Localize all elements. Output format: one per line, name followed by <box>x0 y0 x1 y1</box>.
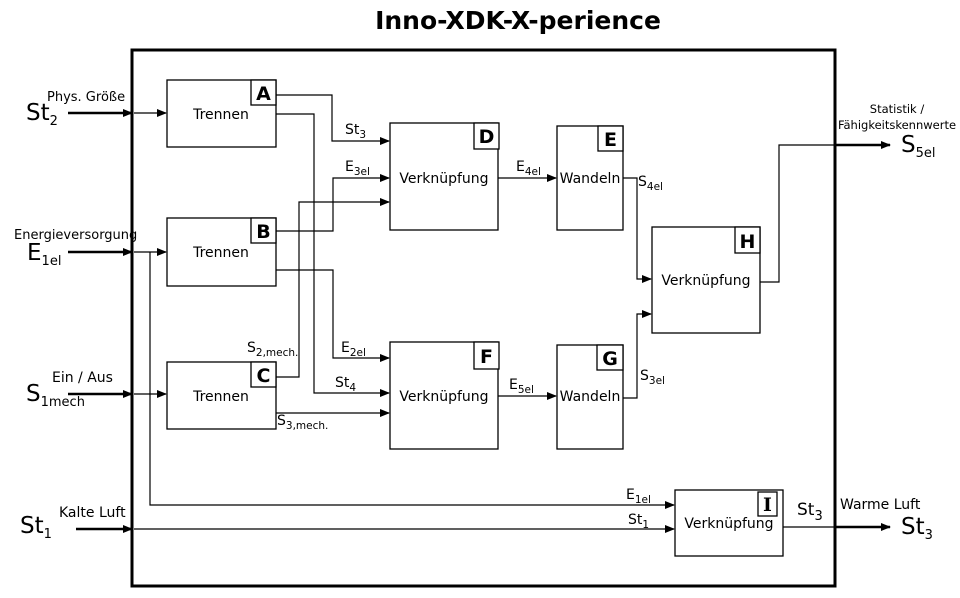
signal-e4el: E4el <box>516 159 541 178</box>
wire-h-s5el-out <box>760 144 835 283</box>
block-e-letter: E <box>604 129 617 151</box>
signal-st3-i: St3 <box>797 500 823 524</box>
input-st1-sub: 1 <box>44 527 52 542</box>
wire-c-s2mech-to-d <box>276 198 390 378</box>
block-c-label: Trennen <box>192 389 249 405</box>
output-s5el: Statistik / Fähigkeitskennwerte S5el <box>838 102 956 161</box>
block-f[interactable]: F Verknüpfung <box>389 341 500 450</box>
output-st3-base: St <box>901 514 925 540</box>
svg-text:St3: St3 <box>901 514 933 543</box>
input-e1el-sub: 1el <box>42 254 62 269</box>
wire-a-st4-to-f <box>276 113 390 397</box>
block-h[interactable]: H Verknüpfung <box>651 226 761 334</box>
signal-e1el-i: E1el <box>626 487 651 506</box>
input-e1el-desc: Energieversorgung <box>14 228 137 243</box>
block-g[interactable]: G Wandeln <box>556 344 624 450</box>
input-e1el-base: E <box>27 240 42 266</box>
output-s5el-sub: 5el <box>916 146 936 161</box>
block-b[interactable]: B Trennen <box>166 217 277 287</box>
block-c[interactable]: C Trennen <box>166 361 277 430</box>
wire-e-s4el-to-h <box>623 177 652 283</box>
block-d[interactable]: D Verknüpfung <box>389 122 500 231</box>
svg-text:S5el: S5el <box>901 132 936 161</box>
input-st2-base: St <box>26 100 50 126</box>
signal-st3-d: St3 <box>345 122 366 141</box>
signal-s4el: S4el <box>638 174 663 193</box>
block-h-label: Verknüpfung <box>661 273 750 289</box>
signal-e3el: E3el <box>345 159 370 178</box>
wire-e1el-to-i <box>149 252 675 509</box>
output-st3: Warme Luft St3 <box>840 497 933 543</box>
wire-g-s3el-to-h <box>623 310 652 399</box>
block-f-label: Verknüpfung <box>399 389 488 405</box>
input-st2-desc: Phys. Größe <box>47 90 125 105</box>
block-h-letter: H <box>740 231 756 253</box>
output-s5el-desc-line1: Statistik / <box>870 102 925 116</box>
input-s1mech-sub: 1mech <box>41 395 85 410</box>
output-st3-sub: 3 <box>925 528 933 543</box>
input-s1mech: Ein / Aus S1mech <box>26 370 113 410</box>
input-st1: St1 Kalte Luft <box>20 505 126 542</box>
wire-b-e3el-to-d <box>276 174 390 232</box>
signal-e2el: E2el <box>341 340 366 359</box>
block-d-label: Verknüpfung <box>399 171 488 187</box>
signal-s3el: S3el <box>640 368 665 387</box>
input-e1el: Energieversorgung E1el <box>14 228 137 269</box>
input-st1-desc: Kalte Luft <box>59 505 126 521</box>
diagram-title: Inno-XDK-X-perience <box>375 6 661 35</box>
input-s1mech-desc: Ein / Aus <box>52 370 113 386</box>
block-a-label: Trennen <box>192 107 249 123</box>
block-c-letter: C <box>257 365 271 387</box>
output-s5el-base: S <box>901 132 916 158</box>
block-b-letter: B <box>256 221 270 243</box>
svg-text:St1: St1 <box>20 513 52 542</box>
system-boundary <box>130 48 837 588</box>
block-a-letter: A <box>256 83 271 105</box>
block-i[interactable]: I Verknüpfung <box>674 489 784 557</box>
block-g-label: Wandeln <box>560 389 621 405</box>
signal-st1-i: St1 <box>628 512 649 531</box>
svg-text:St2: St2 <box>26 100 58 129</box>
signal-e5el: E5el <box>509 377 534 396</box>
input-st2: St2 Phys. Größe <box>26 90 125 129</box>
output-s5el-desc-line2: Fähigkeitskennwerte <box>838 118 956 132</box>
svg-text:S1mech: S1mech <box>26 381 85 410</box>
input-s1mech-base: S <box>26 381 41 407</box>
block-e[interactable]: E Wandeln <box>556 125 624 231</box>
block-b-label: Trennen <box>192 245 249 261</box>
block-a[interactable]: A Trennen <box>166 79 277 148</box>
wire-a-st3-to-d <box>276 94 390 145</box>
wire-b-e2el-to-f <box>276 269 390 362</box>
block-i-label: Verknüpfung <box>684 516 773 532</box>
block-e-label: Wandeln <box>560 171 621 187</box>
signal-s3mech: S3,mech. <box>277 413 328 432</box>
block-g-letter: G <box>602 348 618 370</box>
input-st1-base: St <box>20 513 44 539</box>
input-st2-sub: 2 <box>50 114 58 129</box>
output-st3-desc: Warme Luft <box>840 497 921 513</box>
svg-text:E1el: E1el <box>27 240 61 269</box>
block-f-letter: F <box>480 346 493 368</box>
block-d-letter: D <box>479 126 495 148</box>
signal-st4: St4 <box>335 375 356 394</box>
signal-s2mech: S2,mech. <box>247 340 298 359</box>
block-i-letter: I <box>763 494 772 516</box>
